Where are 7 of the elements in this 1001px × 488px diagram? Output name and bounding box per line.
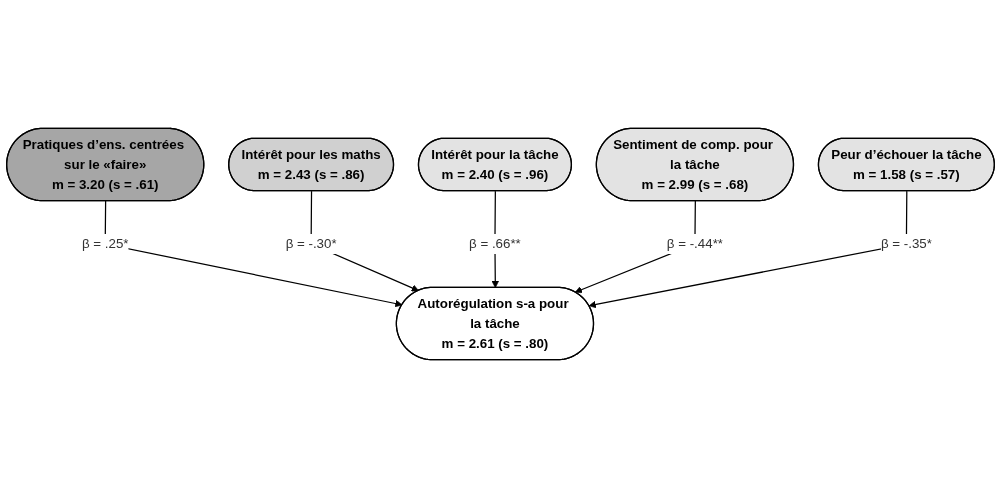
edge-label: β = -.30* — [285, 236, 337, 251]
arrow — [588, 190, 908, 309]
edge-label: β = .25* — [81, 236, 129, 251]
edge-label: β = .66** — [469, 236, 521, 251]
edge-label: β = -.35* — [880, 236, 932, 251]
edge-label: β = -.44** — [666, 236, 724, 251]
arrow — [104, 200, 403, 308]
